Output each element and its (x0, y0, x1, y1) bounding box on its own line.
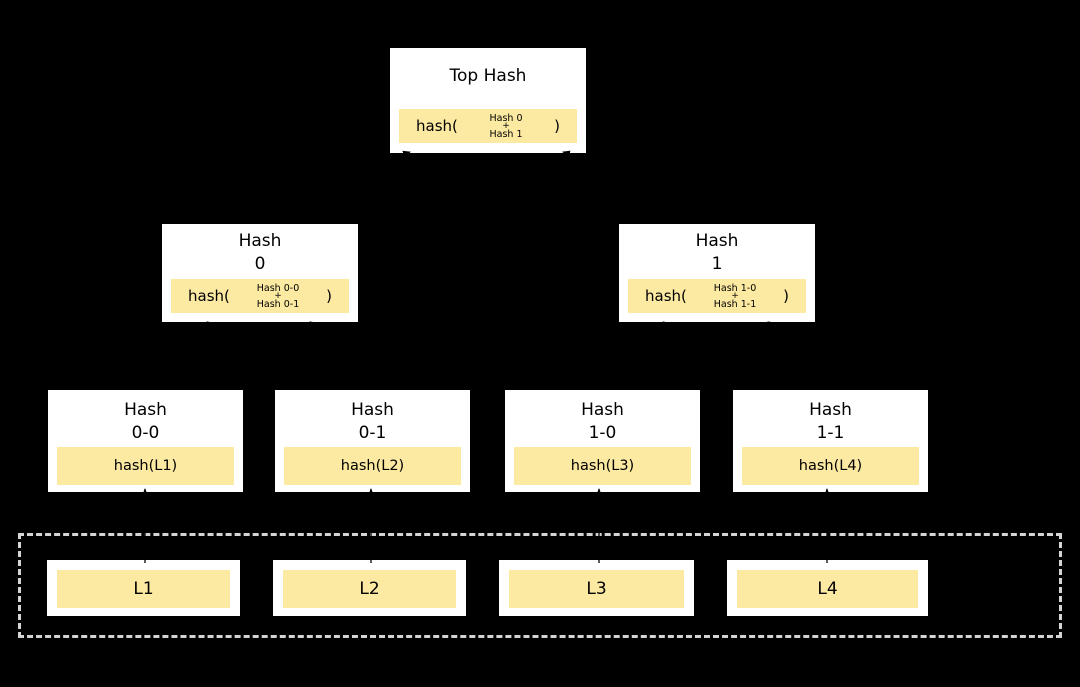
edge-hash-0-1-to-hash-0 (309, 321, 375, 387)
node-hash-0-formula: hash( Hash 0-0 + Hash 0-1 ) (171, 279, 349, 313)
formula-arg1: Hash 0-0 (256, 282, 300, 294)
node-hash-0-1-title: Hash 0-1 (275, 399, 470, 445)
leaf-l4-block: L4 (737, 570, 918, 608)
title-line-1: Hash (581, 400, 624, 420)
formula-args: Hash 0-0 + Hash 0-1 (256, 282, 300, 310)
node-hash-1-1: Hash 1-1 hash(L4) (731, 388, 930, 494)
data-blocks-container (18, 533, 1062, 638)
node-hash-0-0-content: hash(L1) (57, 447, 234, 485)
formula-fn: hash( (645, 287, 687, 305)
title-line-2: 0-0 (131, 423, 160, 443)
node-top-hash-formula: hash( Hash 0 + Hash 1 ) (399, 109, 577, 143)
node-hash-0-1: Hash 0-1 hash(L2) (273, 388, 472, 494)
leaf-l1: L1 (45, 558, 242, 618)
leaf-label: L4 (817, 579, 838, 599)
node-hash-0-0: Hash 0-0 hash(L1) (46, 388, 245, 494)
node-hash-1-1-content: hash(L4) (742, 447, 919, 485)
leaf-l2-block: L2 (283, 570, 456, 608)
title-line-1: Hash (695, 231, 739, 251)
edge-hash-0-to-top-hash (258, 150, 411, 219)
leaf-l3: L3 (497, 558, 696, 618)
node-hash-1-1-title: Hash 1-1 (733, 399, 928, 445)
node-hash-0: Hash 0 hash( Hash 0-0 + Hash 0-1 ) (160, 222, 360, 324)
formula-arg2: Hash 1-1 (713, 298, 757, 310)
formula-arg2: Hash 1 (489, 128, 523, 140)
leaf-l3-block: L3 (509, 570, 684, 608)
node-hash-0-title: Hash 0 (162, 230, 358, 276)
formula-arg1: Hash 0 (489, 112, 523, 124)
hash-value: hash(L1) (113, 458, 178, 474)
title-line-2: 1-0 (588, 423, 617, 443)
title-line-1: Hash (124, 400, 167, 420)
leaf-label: L3 (586, 579, 607, 599)
formula-fn: hash( (416, 117, 458, 135)
edge-hash-1-to-top-hash (562, 150, 718, 219)
edge-hash-1-1-to-hash-1 (767, 321, 833, 387)
formula-arg2: Hash 0-1 (256, 298, 300, 310)
node-hash-1-0-title: Hash 1-0 (505, 399, 700, 445)
leaf-l1-block: L1 (57, 570, 230, 608)
node-top-hash-title: Top Hash (449, 66, 527, 86)
node-hash-0-1-content: hash(L2) (284, 447, 461, 485)
leaf-label: L2 (359, 579, 380, 599)
formula-fn: hash( (188, 287, 230, 305)
plus-sign: + (274, 290, 282, 301)
leaf-l4: L4 (725, 558, 930, 618)
node-hash-1-formula: hash( Hash 1-0 + Hash 1-1 ) (628, 279, 806, 313)
formula-args: Hash 0 + Hash 1 (489, 112, 523, 140)
title-line-1: Hash (351, 400, 394, 420)
hash-value: hash(L4) (798, 458, 863, 474)
node-hash-1-0: Hash 1-0 hash(L3) (503, 388, 702, 494)
node-hash-1: Hash 1 hash( Hash 1-0 + Hash 1-1 ) (617, 222, 817, 324)
formula-close-paren: ) (554, 117, 560, 135)
edge-hash-1-0-to-hash-1 (601, 321, 665, 387)
formula-close-paren: ) (783, 287, 789, 305)
title-line-1: Hash (238, 231, 282, 251)
node-top-hash: Top Hash hash( Hash 0 + Hash 1 ) (388, 46, 588, 155)
leaf-label: L1 (133, 579, 154, 599)
hash-value: hash(L3) (570, 458, 635, 474)
formula-close-paren: ) (326, 287, 332, 305)
plus-sign: + (502, 120, 510, 131)
formula-args: Hash 1-0 + Hash 1-1 (713, 282, 757, 310)
formula-arg1: Hash 1-0 (713, 282, 757, 294)
plus-sign: + (731, 290, 739, 301)
hash-value: hash(L2) (340, 458, 405, 474)
leaf-l2: L2 (271, 558, 468, 618)
node-hash-0-0-title: Hash 0-0 (48, 399, 243, 445)
title-line-2: 1-1 (816, 423, 845, 443)
title-line-2: 1 (711, 254, 723, 274)
node-hash-1-0-content: hash(L3) (514, 447, 691, 485)
edge-hash-0-0-to-hash-0 (144, 321, 209, 387)
title-line-1: Hash (809, 400, 852, 420)
title-line-2: 0 (254, 254, 266, 274)
title-line-2: 0-1 (358, 423, 387, 443)
node-hash-1-title: Hash 1 (619, 230, 815, 276)
